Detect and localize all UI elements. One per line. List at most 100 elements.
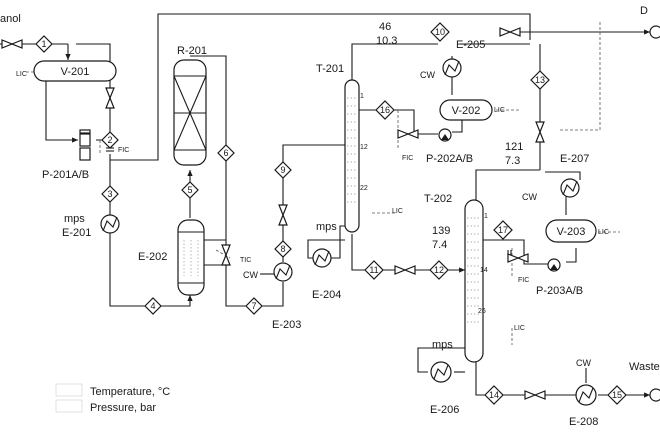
stream-tag-3: 3 [101, 185, 119, 203]
e-208-cooler [575, 384, 597, 406]
stream-tag-2: 2 [101, 131, 119, 149]
t-202-cw: CW [522, 192, 537, 202]
t-202-condenser [560, 178, 580, 198]
outlet-top-label: D [640, 5, 648, 17]
svg-text:9: 9 [280, 165, 285, 175]
p-202-label: P-202A/B [426, 153, 473, 165]
svg-text:16: 16 [380, 105, 390, 115]
t-202-column [464, 199, 484, 363]
e-206-reboiler [430, 361, 452, 383]
svg-text:10: 10 [435, 27, 445, 37]
svg-text:12: 12 [434, 265, 444, 275]
stream-tag-16: 16 [375, 100, 395, 120]
legend-temperature: Temperature, °C [90, 386, 170, 398]
v-203-vessel: V-203 [545, 219, 597, 243]
t-201-lic: LIC [392, 208, 403, 215]
t-201-tray-feed: 12 [360, 144, 368, 151]
legend: Temperature, °C Pressure, bar [55, 383, 170, 414]
p-201-pump [79, 129, 91, 161]
svg-text:4: 4 [150, 301, 155, 311]
stream-tag-17: 17 [493, 220, 513, 240]
outlet-top-icon [649, 25, 660, 39]
stream-tag-11: 11 [364, 260, 384, 280]
svg-text:11: 11 [369, 265, 378, 275]
e-202-exchanger [177, 219, 205, 296]
svg-text:2: 2 [107, 135, 112, 145]
e-207-label: E-207 [560, 153, 589, 165]
t-201-column [344, 79, 360, 233]
legend-temperature-swatch [55, 383, 83, 397]
s10-pressure: 10.3 [376, 35, 397, 47]
t-202-label: T-202 [424, 193, 452, 205]
e-205-condenser [442, 58, 462, 78]
t-201-tray-top: 1 [360, 93, 364, 100]
e-201-label: E-201 [62, 227, 91, 239]
s12-temperature: 139 [432, 225, 450, 237]
svg-text:17: 17 [498, 225, 508, 235]
e-204-label: E-204 [312, 289, 341, 301]
legend-pressure-swatch [55, 399, 83, 413]
t-201-label: T-201 [316, 63, 344, 75]
p-202-pump [438, 128, 452, 142]
svg-text:15: 15 [612, 390, 622, 400]
e-202-label: E-202 [138, 251, 167, 263]
svg-text:8: 8 [280, 244, 285, 254]
svg-text:13: 13 [535, 75, 545, 85]
e-206-mps: mps [432, 339, 453, 351]
v-201-lic: LIC [16, 71, 27, 78]
t-201-fic: FIC [402, 155, 413, 162]
e-204-reboiler [312, 248, 332, 268]
v-202-vessel: V-202 [439, 99, 493, 121]
stream-tag-5: 5 [181, 181, 199, 199]
stream-tag-13: 13 [530, 70, 550, 90]
p-203-pump [547, 258, 561, 272]
svg-text:7: 7 [251, 301, 256, 311]
outlet-waste-icon [649, 388, 660, 402]
legend-pressure: Pressure, bar [90, 402, 156, 414]
v-203-lic: LIC [598, 229, 609, 236]
e-201-mps: mps [64, 213, 85, 225]
svg-text:5: 5 [187, 185, 192, 195]
control-lines [26, 20, 620, 345]
s10-temperature: 46 [379, 21, 391, 33]
t-202-tray-feed: 14 [480, 267, 488, 274]
p-203-label: P-203A/B [536, 285, 583, 297]
e-201-heater [100, 214, 120, 234]
s13-pressure: 7.3 [505, 155, 520, 167]
e-202-tic: TIC [240, 257, 251, 264]
stream-tag-4: 4 [144, 297, 162, 315]
stream-tag-15: 15 [607, 385, 627, 405]
svg-text:6: 6 [223, 148, 228, 158]
r-201-label: R-201 [177, 45, 207, 57]
e-206-label: E-206 [430, 404, 459, 416]
stream-tag-10: 10 [430, 22, 450, 42]
stream-conditions: 46 10.3 121 7.3 139 7.4 [376, 21, 523, 251]
stream-tag-14: 14 [484, 385, 504, 405]
s12-pressure: 7.4 [432, 239, 447, 251]
stream-tag-9: 9 [274, 161, 292, 179]
t-201-tray-bottom: 22 [360, 185, 368, 192]
stream-tags: 1 2 3 4 5 6 7 8 9 10 11 12 13 14 15 16 1… [35, 22, 627, 405]
e-205-label: E-205 [456, 39, 485, 51]
t-202-lic: LIC [514, 325, 525, 332]
e-203-label: E-203 [272, 319, 301, 331]
e-203-cooler [273, 262, 293, 282]
v-201-vessel: V-201 [33, 60, 117, 82]
stream-tag-6: 6 [217, 144, 235, 162]
p-201-label: P-201A/B [42, 169, 89, 181]
v-201-label: V-201 [61, 66, 90, 78]
e-208-cw: CW [576, 358, 591, 368]
stream-tag-7: 7 [245, 297, 263, 315]
stream-tag-1: 1 [35, 35, 53, 53]
t-202-fic: FIC [518, 277, 529, 284]
t-202-tray-bottom: 26 [478, 308, 486, 315]
outlet-waste-label: Waste [629, 361, 660, 373]
r-201-reactor [173, 59, 207, 166]
p-201-fic: FIC [118, 147, 129, 154]
v-203-label: V-203 [557, 226, 586, 238]
valves [1, 27, 546, 400]
svg-text:3: 3 [107, 189, 112, 199]
feed-label: anol [0, 13, 21, 25]
e-203-cw: CW [243, 270, 258, 280]
stream-tag-12: 12 [429, 260, 449, 280]
